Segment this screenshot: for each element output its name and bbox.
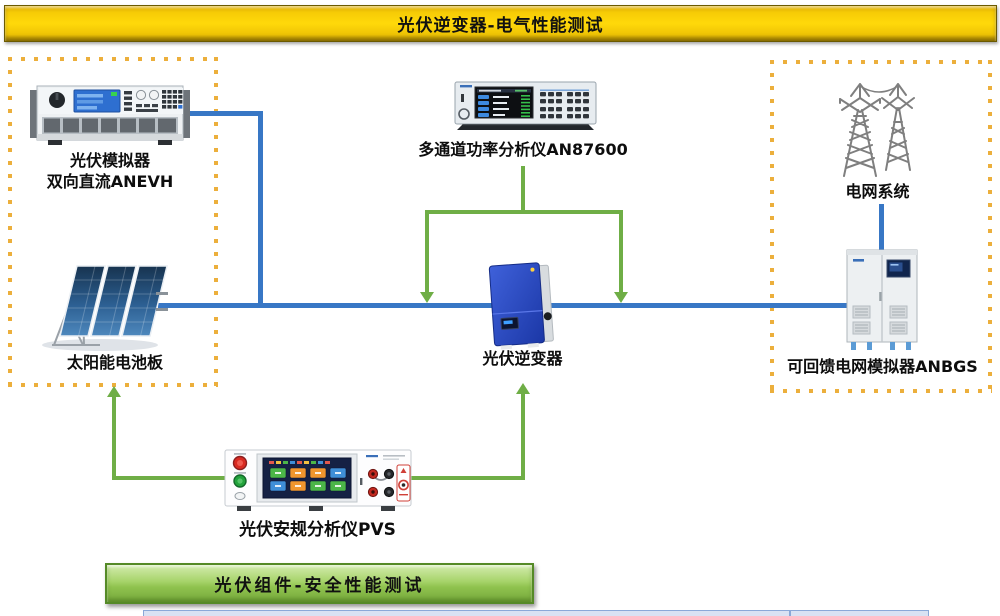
line-grid-vertical — [879, 204, 884, 252]
grid-towers-icon — [839, 83, 915, 177]
footer-title-text: 光伏组件-安全性能测试 — [214, 576, 425, 596]
inverter-icon — [488, 262, 554, 350]
footer-title: 光伏组件-安全性能测试 — [105, 563, 534, 604]
inverter-label-text: 光伏逆变器 — [482, 349, 563, 368]
safety-left-arrow-icon — [107, 386, 121, 397]
pv-simulator-icon — [30, 85, 190, 145]
partial-table-divider — [789, 611, 791, 616]
analyzer-stem — [521, 166, 525, 212]
analyzer-crossbar — [425, 210, 623, 214]
power-analyzer-label: 多通道功率分析仪AN87600 — [395, 139, 651, 160]
power-analyzer-label-text: 多通道功率分析仪AN87600 — [418, 140, 628, 159]
page-title: 光伏逆变器-电气性能测试 — [4, 5, 997, 42]
safety-right-arrow-icon — [516, 383, 530, 394]
grid-system-label-text: 电网系统 — [845, 182, 910, 201]
grid-simulator-label-text: 可回馈电网模拟器ANBGS — [787, 357, 978, 376]
grid-simulator-icon — [846, 249, 918, 350]
analyzer-left-arrow-icon — [420, 292, 434, 303]
analyzer-right-drop — [619, 210, 623, 292]
safety-left-rise — [112, 396, 116, 480]
partial-table — [143, 610, 929, 616]
grid-simulator-label: 可回馈电网模拟器ANBGS — [775, 356, 990, 377]
safety-analyzer-label: 光伏安规分析仪PVS — [225, 520, 410, 541]
analyzer-left-drop — [425, 210, 429, 292]
line-pvsim-vertical — [258, 111, 263, 308]
grid-system-label: 电网系统 — [820, 181, 935, 202]
safety-analyzer-icon — [224, 449, 412, 511]
safety-analyzer-label-text: 光伏安规分析仪PVS — [239, 520, 396, 540]
pv-simulator-label-line2: 双向直流ANEVH — [46, 172, 174, 191]
solar-panel-label: 太阳能电池板 — [35, 352, 195, 373]
solar-panel-label-text: 太阳能电池板 — [66, 353, 163, 372]
analyzer-right-arrow-icon — [614, 292, 628, 303]
line-pvsim-horizontal — [185, 111, 260, 116]
inverter-label: 光伏逆变器 — [445, 348, 600, 369]
safety-right-horizontal — [410, 476, 523, 480]
safety-left-horizontal — [114, 476, 228, 480]
pv-simulator-label-line1: 光伏模拟器 — [69, 151, 150, 170]
pv-simulator-label: 光伏模拟器 双向直流ANEVH — [10, 150, 210, 192]
safety-right-rise — [521, 393, 525, 480]
solar-panel-icon — [42, 265, 168, 351]
power-analyzer-icon — [454, 81, 597, 130]
page-title-text: 光伏逆变器-电气性能测试 — [397, 16, 604, 36]
